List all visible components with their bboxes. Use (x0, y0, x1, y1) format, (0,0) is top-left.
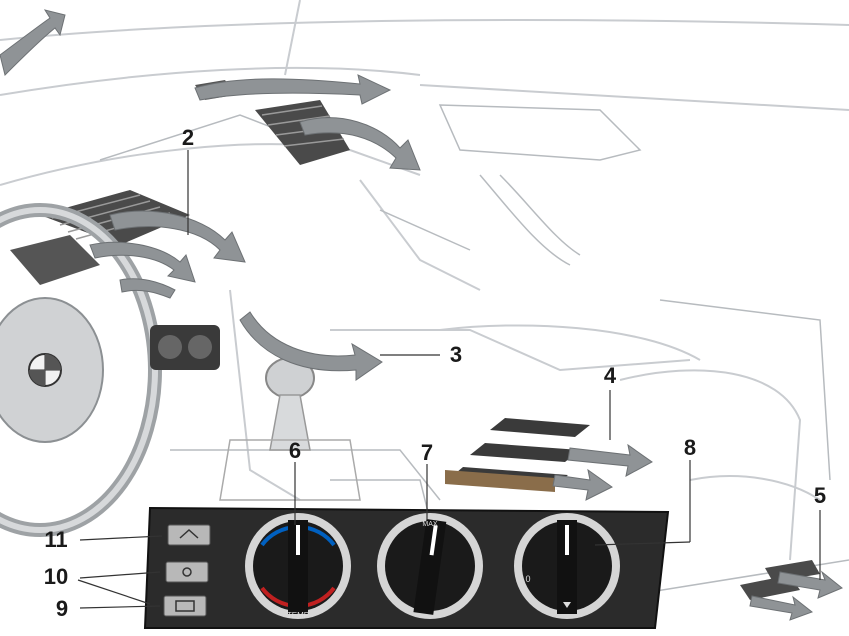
callout-7: 7 (421, 440, 433, 465)
air-distribution-knob[interactable]: MAX (377, 513, 483, 619)
callout-5: 5 (814, 483, 826, 508)
button-9-rear-defrost[interactable] (164, 596, 206, 616)
callout-3: 3 (450, 342, 462, 367)
airflow-arrow (195, 75, 390, 104)
callout-6: 6 (289, 438, 301, 463)
fan-speed-knob[interactable]: 0 (514, 513, 620, 619)
callout-9: 9 (56, 596, 68, 621)
callout-4: 4 (604, 363, 617, 388)
temp-label: TEMP (287, 611, 309, 620)
airflow-arrow (778, 572, 842, 598)
airflow-arrow (90, 242, 195, 282)
airflow-arrow (750, 596, 812, 620)
gear-shifter (220, 358, 360, 500)
callout-2: 2 (182, 125, 194, 150)
callout-8: 8 (684, 435, 696, 460)
airflow-arrow (0, 10, 65, 75)
distribution-label: MAX (422, 521, 438, 528)
climate-control-panel: TEMP MAX 0 (145, 508, 668, 628)
fan-zero-label: 0 (525, 574, 530, 584)
console-rear-vents (445, 418, 652, 500)
button-11-recirculation[interactable] (168, 525, 210, 545)
dash-switches (150, 325, 220, 370)
callout-10: 10 (44, 564, 68, 589)
button-10-ac[interactable] (166, 562, 208, 582)
callout-11: 11 (44, 527, 67, 552)
